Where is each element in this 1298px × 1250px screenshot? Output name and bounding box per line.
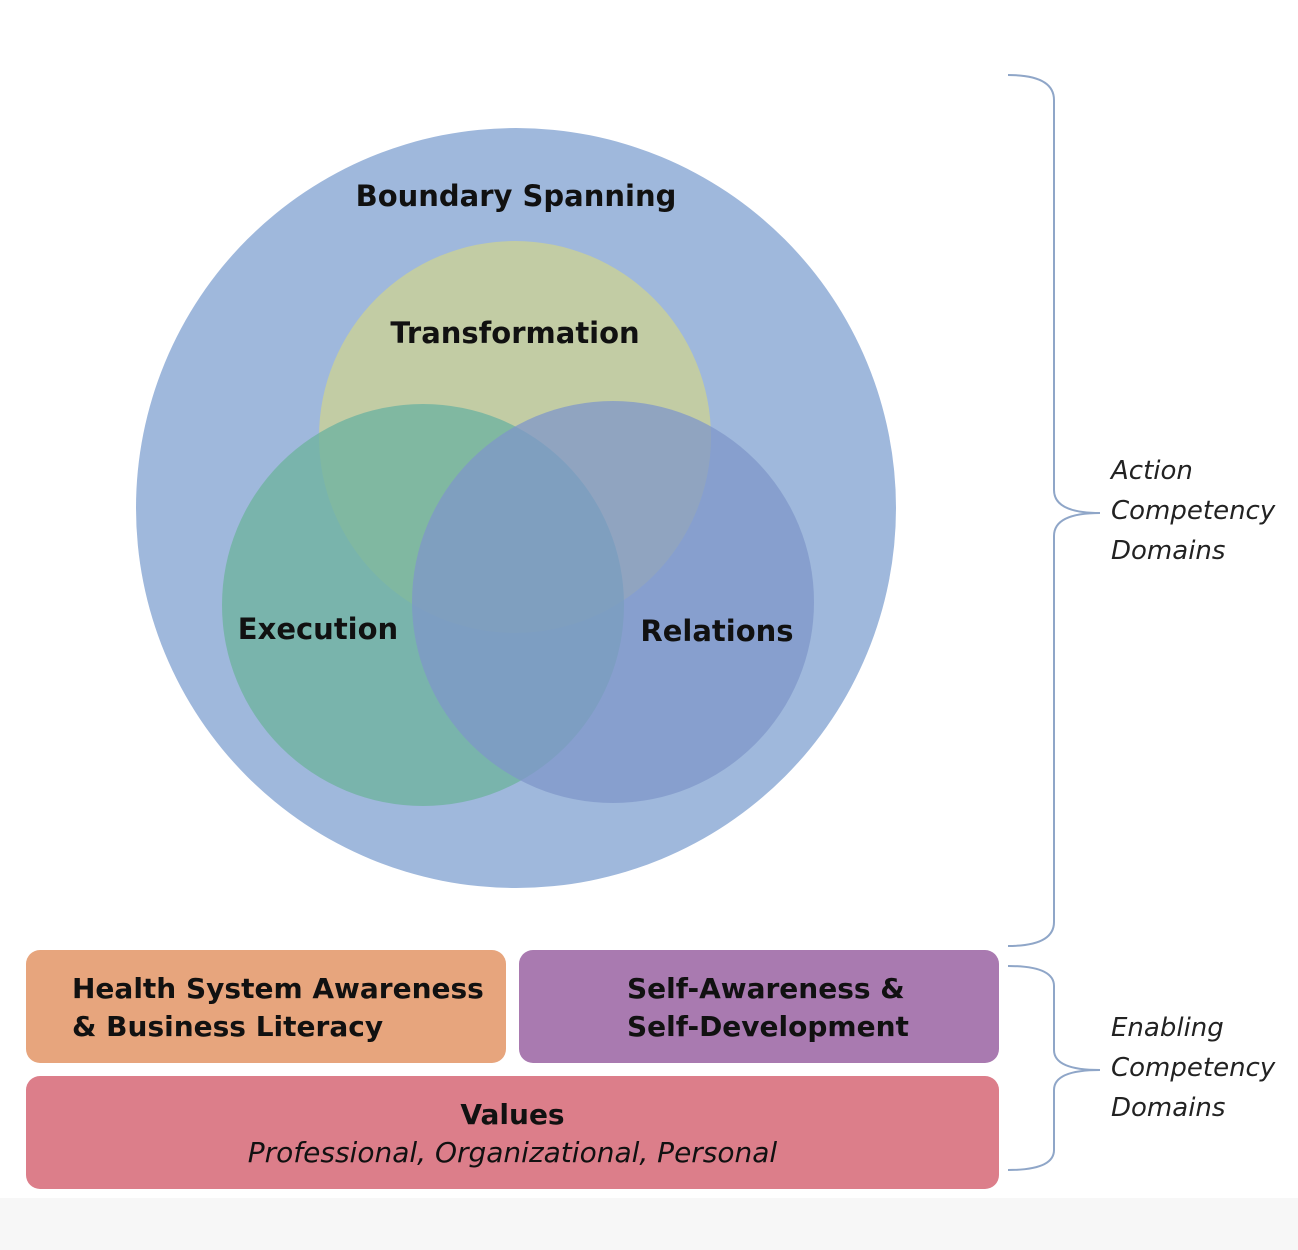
bottom-band: [0, 1198, 1298, 1250]
action-label-line3: Domains: [1111, 536, 1225, 566]
health-system-box: Health System Awareness & Business Liter…: [26, 950, 506, 1063]
relations-label: Relations: [640, 614, 793, 648]
boundary-spanning-label: Boundary Spanning: [356, 179, 677, 213]
values-title: Values: [460, 1098, 565, 1131]
relations-circle: [412, 401, 814, 803]
health-box-line2: & Business Literacy: [72, 1010, 384, 1043]
enabling-label-line3: Domains: [1111, 1093, 1225, 1123]
self-awareness-box: Self-Awareness & Self-Development: [519, 950, 999, 1063]
self-box-line2: Self-Development: [627, 1010, 909, 1043]
action-label-line2: Competency: [1111, 496, 1276, 526]
values-box: Values Professional, Organizational, Per…: [26, 1076, 999, 1189]
values-subtitle: Professional, Organizational, Personal: [247, 1136, 778, 1169]
enabling-label-line1: Enabling: [1111, 1013, 1224, 1043]
action-label-line1: Action: [1109, 456, 1193, 486]
action-brace: [1007, 74, 1101, 947]
enabling-brace: [1007, 965, 1101, 1171]
enabling-label-line2: Competency: [1111, 1053, 1276, 1083]
self-box-line1: Self-Awareness &: [627, 972, 905, 1005]
competency-diagram: Boundary Spanning Transformation Executi…: [136, 74, 1276, 1171]
health-box-line1: Health System Awareness: [72, 972, 484, 1005]
transformation-label: Transformation: [390, 316, 639, 350]
execution-label: Execution: [238, 612, 398, 646]
